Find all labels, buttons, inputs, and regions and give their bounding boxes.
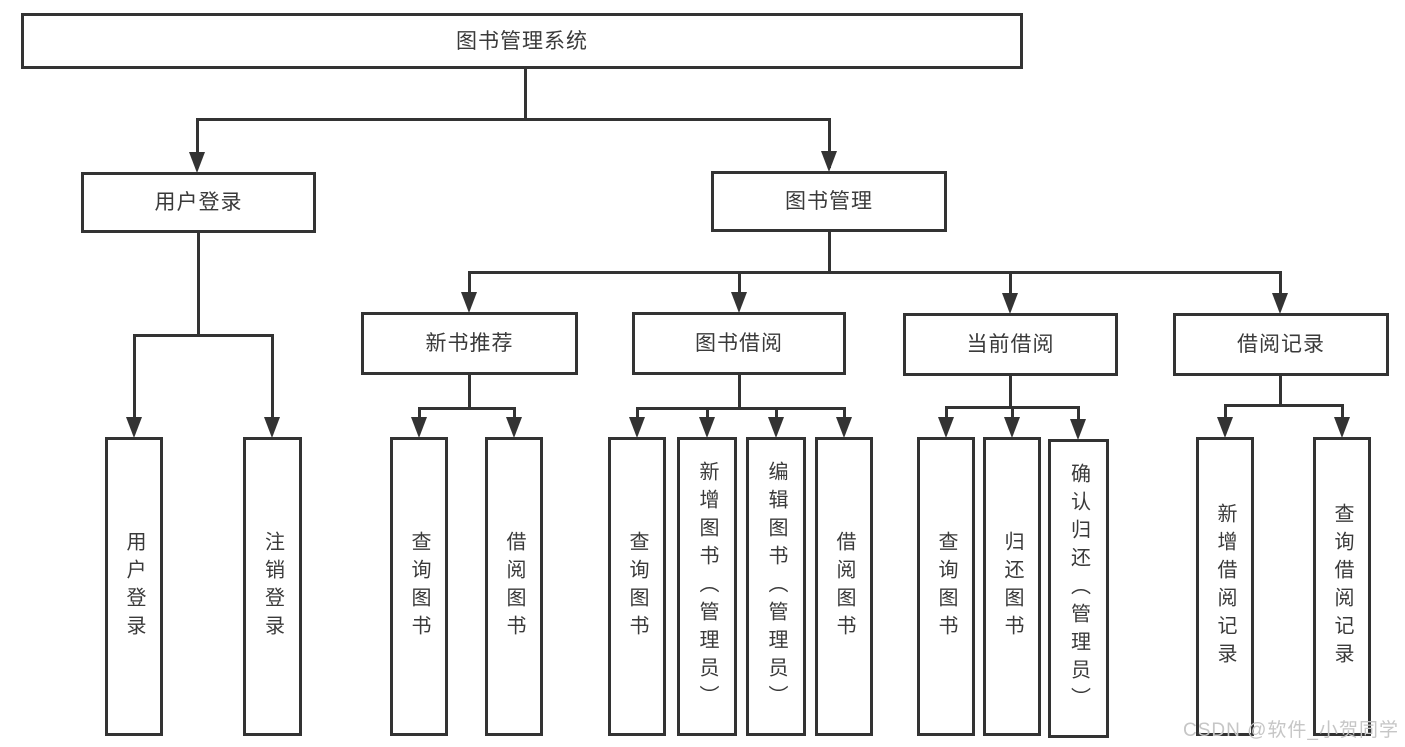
arrowhead-down-icon bbox=[1334, 417, 1350, 438]
arrowhead-down-icon bbox=[126, 417, 142, 438]
arrowhead-down-icon bbox=[731, 292, 747, 313]
node-leaf-query-book-2: 查询图书 bbox=[608, 437, 666, 736]
arrowhead-down-icon bbox=[411, 417, 427, 438]
connector-line bbox=[467, 271, 471, 307]
connector-line bbox=[737, 271, 741, 307]
arrowhead-down-icon bbox=[461, 292, 477, 313]
node-borrow-records: 借阅记录 bbox=[1173, 313, 1389, 376]
connector-line bbox=[523, 68, 527, 120]
node-leaf-query-book-3: 查询图书 bbox=[917, 437, 975, 736]
connector-line bbox=[1008, 376, 1012, 408]
connector-line bbox=[468, 270, 1281, 274]
connector-line bbox=[196, 233, 200, 336]
arrowhead-down-icon bbox=[699, 417, 715, 438]
node-leaf-add-book: 新增图书（管理员） bbox=[677, 437, 737, 736]
connector-line bbox=[467, 375, 471, 409]
connector-line bbox=[270, 334, 274, 432]
connector-line bbox=[418, 406, 515, 410]
arrowhead-down-icon bbox=[1272, 293, 1288, 314]
node-leaf-query-book-1: 查询图书 bbox=[390, 437, 448, 736]
connector-line bbox=[132, 334, 136, 432]
arrowhead-down-icon bbox=[1217, 417, 1233, 438]
node-leaf-user-login: 用户登录 bbox=[105, 437, 163, 736]
arrowhead-down-icon bbox=[821, 151, 837, 172]
node-leaf-logout: 注销登录 bbox=[243, 437, 302, 736]
arrowhead-down-icon bbox=[836, 417, 852, 438]
arrowhead-down-icon bbox=[264, 417, 280, 438]
connector-line bbox=[827, 232, 831, 273]
node-current-borrow: 当前借阅 bbox=[903, 313, 1118, 376]
node-leaf-borrow-book-1: 借阅图书 bbox=[485, 437, 543, 736]
arrowhead-down-icon bbox=[938, 417, 954, 438]
node-leaf-confirm-return: 确认归还（管理员） bbox=[1048, 439, 1109, 738]
connector-line bbox=[1278, 271, 1282, 308]
node-book-borrow: 图书借阅 bbox=[632, 312, 846, 375]
node-leaf-return-book: 归还图书 bbox=[983, 437, 1041, 736]
connector-line bbox=[1224, 403, 1343, 407]
connector-line bbox=[636, 406, 845, 410]
connector-line bbox=[737, 375, 741, 409]
arrowhead-down-icon bbox=[189, 152, 205, 173]
connector-line bbox=[195, 118, 199, 168]
node-leaf-add-borrow-record: 新增借阅记录 bbox=[1196, 437, 1254, 736]
node-leaf-borrow-book-2: 借阅图书 bbox=[815, 437, 873, 736]
connector-line bbox=[1008, 271, 1012, 308]
node-leaf-edit-book: 编辑图书（管理员） bbox=[746, 437, 806, 736]
csdn-watermark: CSDN @软件_小贺同学 bbox=[1183, 720, 1399, 741]
arrowhead-down-icon bbox=[1002, 293, 1018, 314]
connector-line bbox=[1278, 376, 1282, 406]
connector-line bbox=[133, 333, 274, 337]
arrowhead-down-icon bbox=[1004, 417, 1020, 438]
node-leaf-query-borrow-record: 查询借阅记录 bbox=[1313, 437, 1371, 736]
connector-line bbox=[827, 118, 831, 168]
connector-line bbox=[196, 117, 831, 121]
node-root: 图书管理系统 bbox=[21, 13, 1023, 69]
node-user-login: 用户登录 bbox=[81, 172, 316, 233]
node-book-management: 图书管理 bbox=[711, 171, 947, 232]
arrowhead-down-icon bbox=[1070, 419, 1086, 440]
arrowhead-down-icon bbox=[768, 417, 784, 438]
node-new-book-recommend: 新书推荐 bbox=[361, 312, 578, 375]
arrowhead-down-icon bbox=[629, 417, 645, 438]
arrowhead-down-icon bbox=[506, 417, 522, 438]
